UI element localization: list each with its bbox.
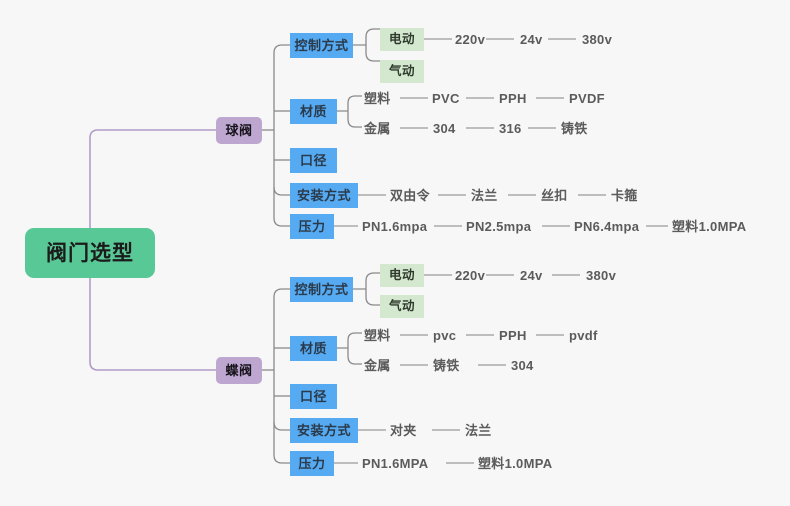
node-group-ball-electric[interactable]: 电动 <box>380 28 424 51</box>
leaf-ball-electric-220v[interactable]: 220v <box>455 31 486 47</box>
leaf-butterfly-plastic-pvdf[interactable]: pvdf <box>569 327 598 343</box>
leaf-butterfly-install-flange[interactable]: 法兰 <box>465 422 492 438</box>
leaf-ball-metal-316[interactable]: 316 <box>499 120 522 136</box>
node-topic-ball-diameter[interactable]: 口径 <box>290 148 337 173</box>
leaf-ball-install-union[interactable]: 双由令 <box>390 187 430 203</box>
node-topic-butterfly-pressure[interactable]: 压力 <box>290 451 334 476</box>
leaf-ball-plastic-pph[interactable]: PPH <box>499 90 527 106</box>
leaf-butterfly-pressure-pn16[interactable]: PN1.6MPA <box>362 455 429 471</box>
node-topic-ball-control-method[interactable]: 控制方式 <box>290 33 353 58</box>
edge-ball-topic-pressure <box>273 187 290 227</box>
leaf-butterfly-electric-380v[interactable]: 380v <box>586 267 617 283</box>
edge-butterfly-topic-pressure <box>273 422 290 464</box>
leaf-ball-install-flange[interactable]: 法兰 <box>471 187 498 203</box>
leaf-butterfly-electric-220v[interactable]: 220v <box>455 267 486 283</box>
leaf-butterfly-pressure-plastic10[interactable]: 塑料1.0MPA <box>478 455 553 471</box>
leaf-butterfly-metal-cast-iron[interactable]: 铸铁 <box>433 357 460 373</box>
leaf-ball-pressure-pn64[interactable]: PN6.4mpa <box>574 218 640 234</box>
node-sub-butterfly-plastic[interactable]: 塑料 <box>364 327 391 343</box>
node-topic-butterfly-diameter[interactable]: 口径 <box>290 384 337 409</box>
node-topic-butterfly-installation[interactable]: 安装方式 <box>290 418 358 443</box>
leaf-ball-plastic-pvdf[interactable]: PVDF <box>569 90 605 106</box>
leaf-ball-plastic-pvc[interactable]: PVC <box>432 90 460 106</box>
node-group-ball-pneumatic[interactable]: 气动 <box>380 60 424 83</box>
edge-butterfly-control-groups <box>353 272 380 306</box>
node-sub-butterfly-metal[interactable]: 金属 <box>364 357 391 373</box>
node-topic-butterfly-control-method[interactable]: 控制方式 <box>290 277 353 302</box>
leaf-butterfly-plastic-pph[interactable]: PPH <box>499 327 527 343</box>
leaf-ball-install-thread[interactable]: 丝扣 <box>541 187 568 203</box>
leaf-ball-metal-cast-iron[interactable]: 铸铁 <box>561 120 588 136</box>
leaf-ball-electric-380v[interactable]: 380v <box>582 31 613 47</box>
edge-butterfly-material-subs <box>337 332 362 365</box>
node-topic-ball-material[interactable]: 材质 <box>290 99 337 124</box>
leaf-ball-electric-24v[interactable]: 24v <box>520 31 543 47</box>
node-root[interactable]: 阀门选型 <box>25 228 155 278</box>
leaf-ball-pressure-plastic10[interactable]: 塑料1.0MPA <box>672 218 747 234</box>
leaf-ball-metal-304[interactable]: 304 <box>433 120 456 136</box>
leaf-butterfly-plastic-pvc[interactable]: pvc <box>433 327 457 343</box>
node-branch-butterfly-valve[interactable]: 蝶阀 <box>216 357 262 384</box>
leaf-butterfly-electric-24v[interactable]: 24v <box>520 267 543 283</box>
node-group-butterfly-electric[interactable]: 电动 <box>380 264 424 287</box>
node-branch-ball-valve[interactable]: 球阀 <box>216 117 262 144</box>
leaf-ball-pressure-pn25[interactable]: PN2.5mpa <box>466 218 532 234</box>
edge-ball-material-subs <box>337 95 362 128</box>
node-group-butterfly-pneumatic[interactable]: 气动 <box>380 295 424 318</box>
edge-ball-control-groups <box>353 28 380 62</box>
node-topic-ball-pressure[interactable]: 压力 <box>290 214 334 239</box>
node-sub-ball-metal[interactable]: 金属 <box>364 120 391 136</box>
leaf-ball-install-clamp[interactable]: 卡箍 <box>611 187 638 203</box>
leaf-butterfly-metal-304[interactable]: 304 <box>511 357 534 373</box>
node-sub-ball-plastic[interactable]: 塑料 <box>364 90 391 106</box>
edge-ball-trunk <box>273 44 290 196</box>
leaf-ball-pressure-pn16[interactable]: PN1.6mpa <box>362 218 428 234</box>
edge-butterfly-trunk <box>273 288 290 431</box>
node-topic-butterfly-material[interactable]: 材质 <box>290 336 337 361</box>
node-topic-ball-installation[interactable]: 安装方式 <box>290 183 358 208</box>
leaf-butterfly-install-wafer[interactable]: 对夹 <box>390 422 417 438</box>
